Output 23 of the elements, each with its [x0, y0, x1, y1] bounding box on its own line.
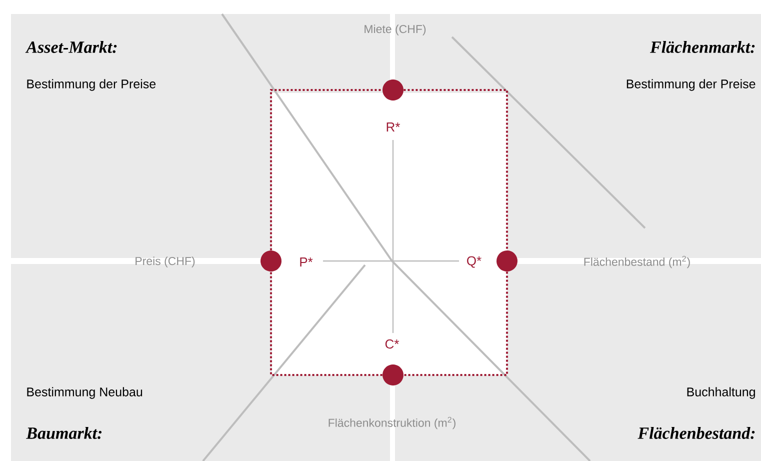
point-label: R* [384, 122, 402, 132]
axis-label: Miete (CHF) [364, 24, 426, 36]
dotted-line [270, 89, 382, 250]
quadrant-description: Bestimmung Neubau [27, 387, 142, 399]
point-marker [496, 250, 518, 272]
quadrant-description: Buchhaltung [687, 387, 755, 399]
quadrant-description: Bestimmung der Preise [626, 79, 756, 91]
quadrant-title: Asset-Markt: [25, 40, 117, 54]
dotted-line [404, 272, 508, 376]
axis-label: Preis (CHF) [136, 256, 195, 268]
point-marker [382, 80, 404, 100]
axis-label: Flächenbestand (m$^{2}$) [584, 256, 690, 268]
quadrant-title: Flächenmarkt: [650, 40, 755, 54]
quadrant-title: Baumarkt: [26, 427, 102, 440]
point-marker [382, 364, 404, 386]
point-label: P* [298, 256, 314, 268]
point-marker [260, 250, 282, 272]
quadrant-title: Flächenbestand: [638, 427, 755, 440]
quadrant-description: Bestimmung der Preise [27, 79, 156, 91]
axis-label: Flächenkonstruktion (m$^{2}$) [328, 416, 456, 430]
dotted-line [270, 272, 382, 376]
point-label: Q* [465, 255, 483, 269]
dotted-line [404, 89, 508, 250]
